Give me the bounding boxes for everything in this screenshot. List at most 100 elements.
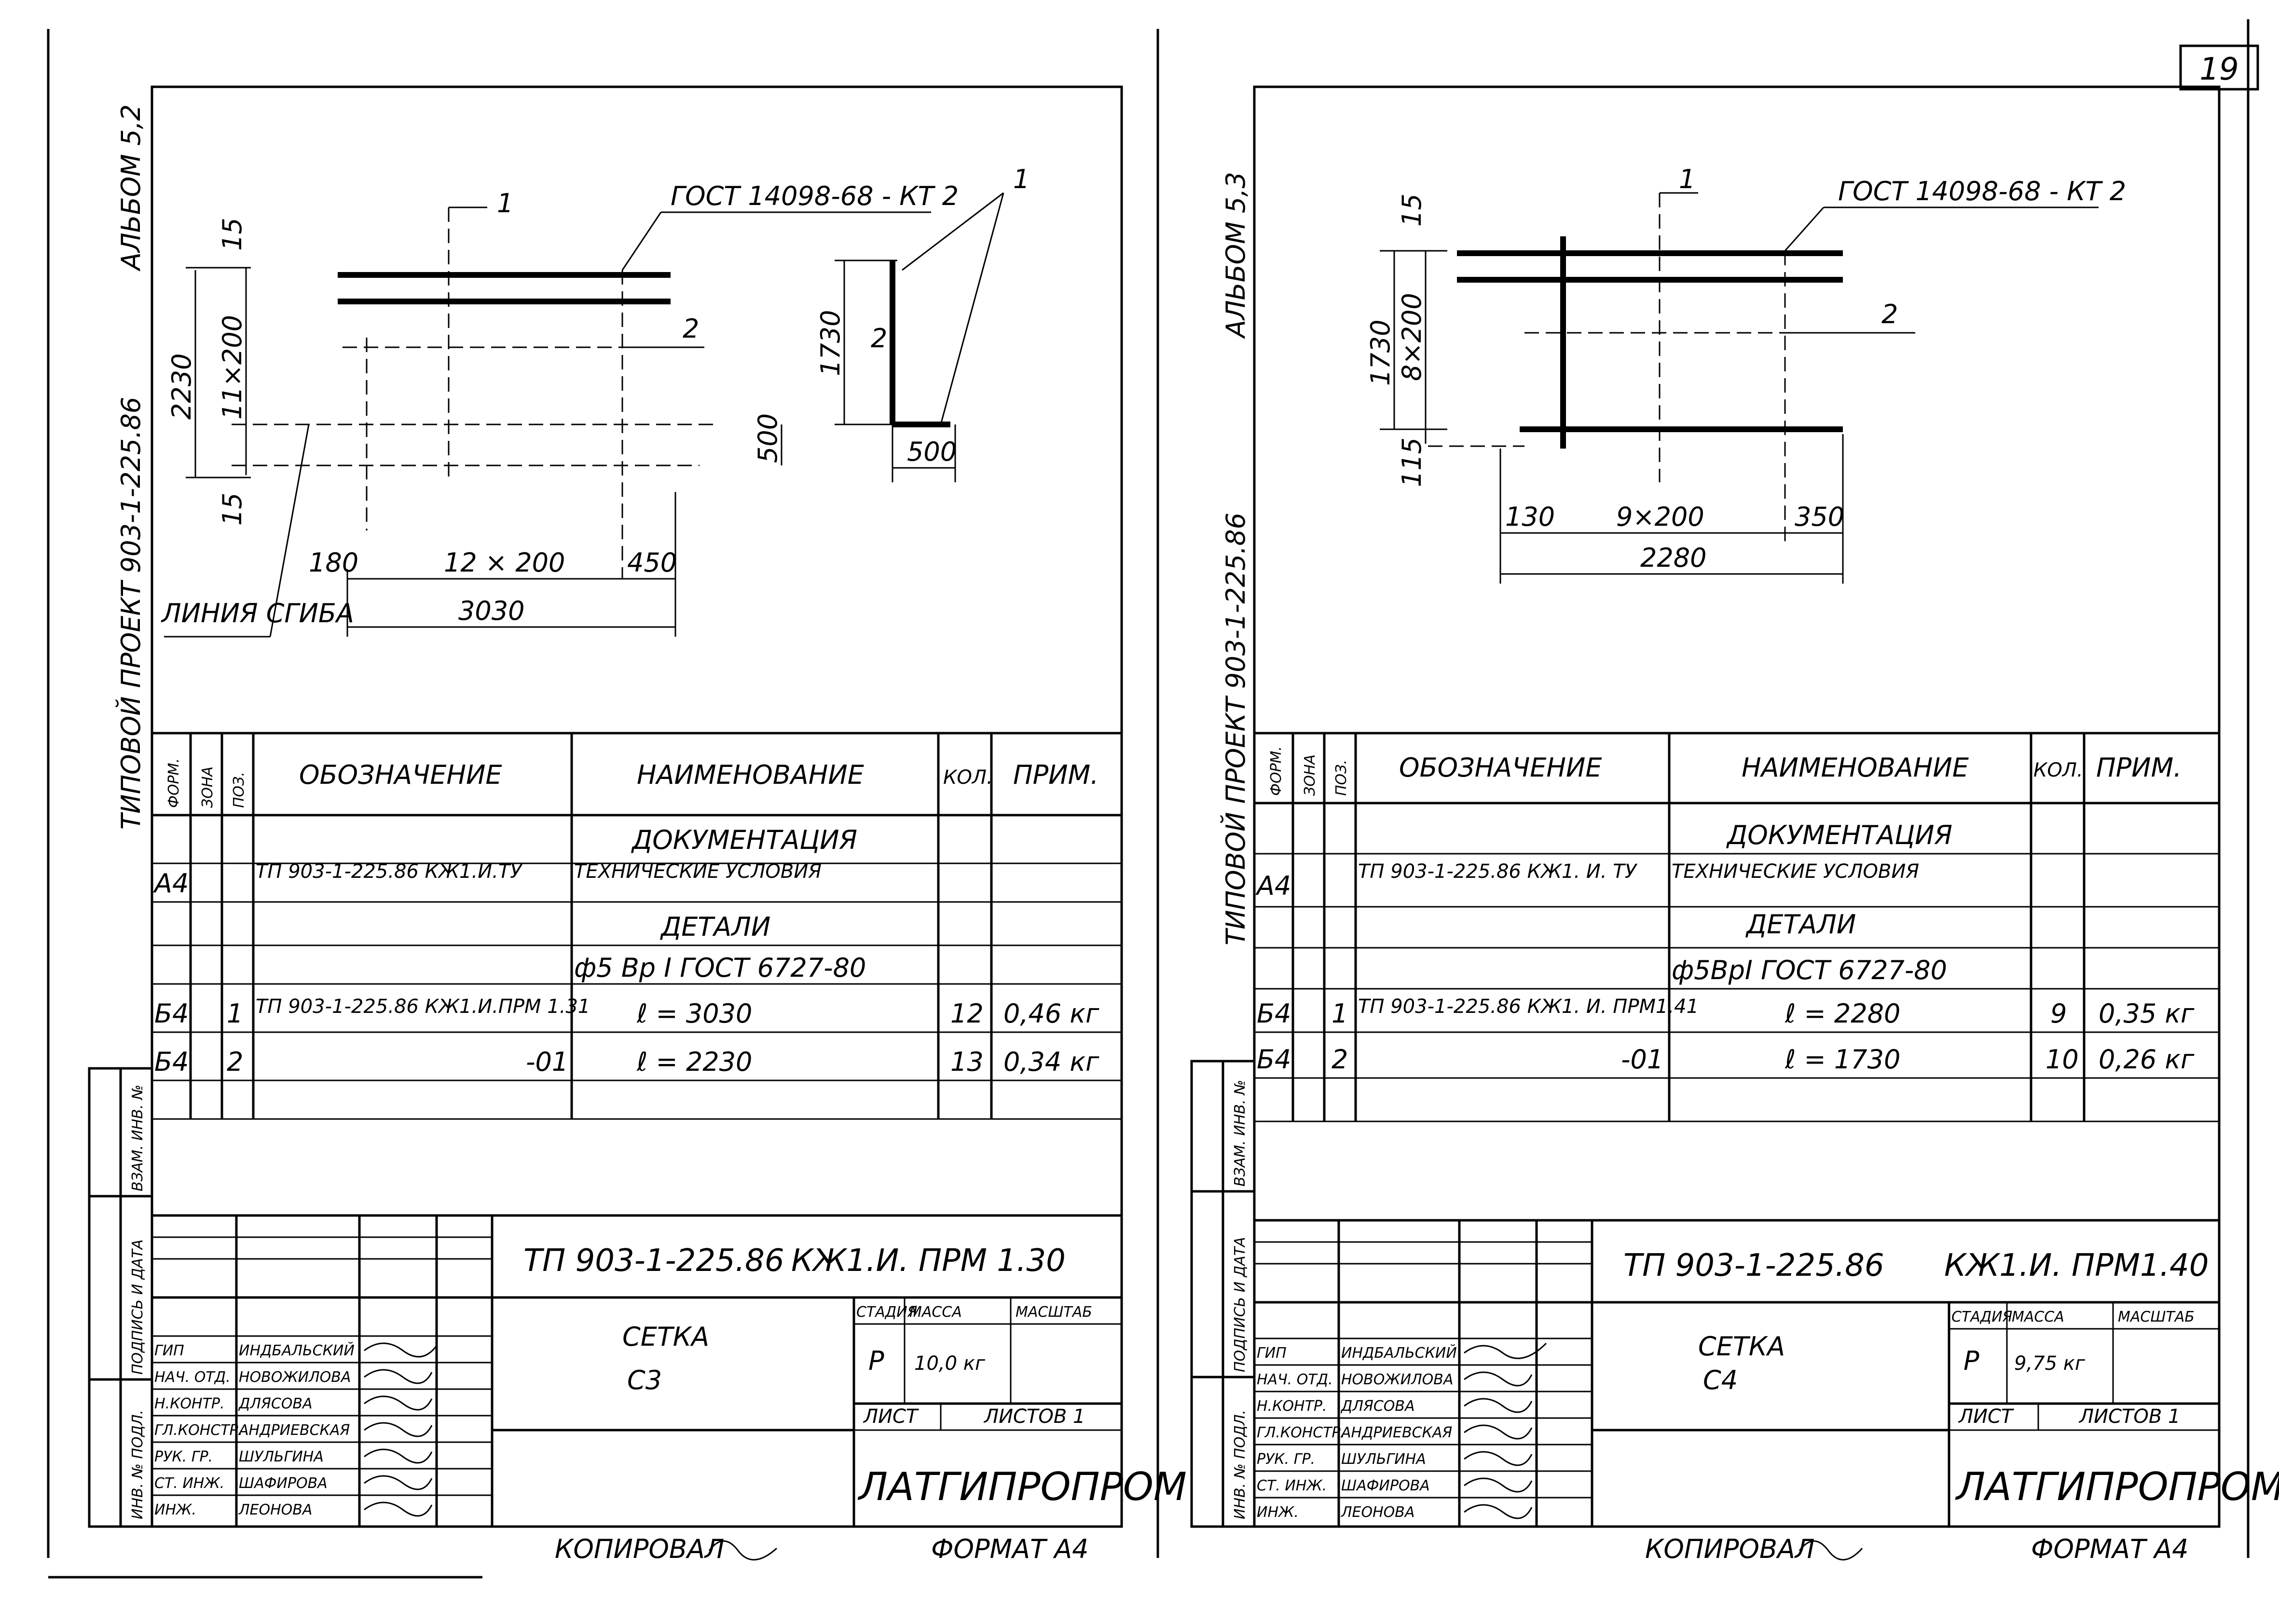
mass-label: МАССА xyxy=(909,1304,962,1321)
staff-role: ИНЖ. xyxy=(1257,1504,1299,1521)
side-label-inv: ИНВ. № ПОДЛ. xyxy=(129,1410,146,1519)
right-frame xyxy=(1253,85,2221,1528)
left-pos1-label: 1 xyxy=(497,188,513,218)
copied-label: КОПИРОВАЛ xyxy=(1645,1534,1815,1564)
staff-name: ШАФИРОВА xyxy=(239,1475,328,1492)
left-right-off: 450 xyxy=(627,547,677,578)
staff-role: Н.КОНТР. xyxy=(1257,1398,1327,1415)
right-right-off: 350 xyxy=(1795,502,1844,532)
right-mesh-drawing: 1 ГОСТ 14098-68 - КТ 2 2 1730 8×200 15 1… xyxy=(1365,164,2126,584)
left-left-off: 180 xyxy=(309,547,358,578)
row2-designation: -01 xyxy=(526,1047,568,1077)
row1-pos: 1 xyxy=(1332,998,1348,1029)
section-parts: ДЕТАЛИ xyxy=(1745,909,1856,940)
doc-code: ТП 903-1-225.86 xyxy=(1623,1248,1884,1283)
left-gost-label: ГОСТ 14098-68 - КТ 2 xyxy=(671,181,959,211)
spec-header-designation: ОБОЗНАЧЕНИЕ xyxy=(299,760,502,790)
copied-signature xyxy=(708,1540,778,1561)
right-pitch-h: 9×200 xyxy=(1616,502,1704,532)
doc-row-format: А4 xyxy=(153,868,189,899)
row1-name: ℓ = 2280 xyxy=(1785,998,1900,1029)
staff-name: НОВОЖИЛОВА xyxy=(239,1369,351,1386)
section-docs: ДОКУМЕНТАЦИЯ xyxy=(1726,820,1952,850)
row1-note: 0,35 кг xyxy=(2099,998,2195,1029)
left-bend-label: ЛИНИЯ СГИБА xyxy=(161,598,354,628)
right-project: ТИПОВОЙ ПРОЕКТ 903-1-225.86 xyxy=(1221,513,1251,945)
sheet-label: ЛИСТ xyxy=(863,1406,920,1428)
side-label-replace: ВЗАМ. ИНВ. № xyxy=(129,1085,146,1191)
sheets-label: ЛИСТОВ 1 xyxy=(2078,1406,2180,1428)
steel-spec: ф5ВрI ГОСТ 6727-80 xyxy=(1672,955,1947,985)
left-pitch-v: 11×200 xyxy=(217,315,247,420)
staff-role: СТ. ИНЖ. xyxy=(154,1475,224,1492)
right-gost-label: ГОСТ 14098-68 - КТ 2 xyxy=(1838,176,2126,206)
side-label-inv: ИНВ. № ПОДЛ. xyxy=(1232,1410,1249,1519)
staff-role: РУК. ГР. xyxy=(1257,1451,1315,1468)
right-side-strip: ВЗАМ. ИНВ. № ПОДПИСЬ И ДАТА ИНВ. № ПОДЛ. xyxy=(1190,1060,1256,1528)
right-pos2-label: 2 xyxy=(1881,299,1898,329)
stage-label: СТАДИЯ xyxy=(1951,1309,2013,1325)
staff-role: НАЧ. ОТД. xyxy=(154,1369,231,1386)
left-side-h: 1730 xyxy=(815,310,846,376)
left-spec-table: ФОРМ. ЗОНА ПОЗ. ОБОЗНАЧЕНИЕ НАИМЕНОВАНИЕ… xyxy=(152,732,1122,1120)
scale-label: МАСШТАБ xyxy=(2118,1309,2195,1325)
row2-name: ℓ = 2230 xyxy=(636,1047,752,1077)
staff-role: НАЧ. ОТД. xyxy=(1257,1371,1333,1388)
staff-name: ШАФИРОВА xyxy=(1341,1477,1430,1494)
row1-designation: ТП 903-1-225.86 КЖ1. И. ПРМ1.41 xyxy=(1358,996,1699,1018)
right-sheet: АЛЬБОМ 5,3 ТИПОВОЙ ПРОЕКТ 903-1-225.86 1… xyxy=(1190,85,2279,1564)
left-title-block: ТП 903-1-225.86 КЖ1.И. ПРМ 1.30 СЕТКА С3… xyxy=(152,1214,1187,1527)
doc-row-name: ТЕХНИЧЕСКИЕ УСЛОВИЯ xyxy=(1672,860,1919,883)
row2-format: Б4 xyxy=(154,1047,189,1077)
row2-qty: 10 xyxy=(2046,1044,2079,1075)
row1-format: Б4 xyxy=(1257,998,1291,1029)
left-pos2-label: 2 xyxy=(683,314,699,344)
section-docs: ДОКУМЕНТАЦИЯ xyxy=(631,825,857,855)
spec-header-note: ПРИМ. xyxy=(2096,752,2182,783)
spec-header-zone: ЗОНА xyxy=(1302,754,1318,796)
staff-name: ДЛЯСОВА xyxy=(1340,1398,1415,1415)
spec-header-qty: КОЛ. xyxy=(943,766,993,789)
doc-row-designation: ТП 903-1-225.86 КЖ1.И.ТУ xyxy=(256,860,523,883)
row1-qty: 12 xyxy=(950,998,984,1029)
mass-label: МАССА xyxy=(2012,1309,2064,1325)
mass-value: 10,0 кг xyxy=(914,1352,986,1375)
staff-role: РУК. ГР. xyxy=(154,1448,213,1465)
copied-signature xyxy=(1798,1540,1863,1561)
doc-mark: КЖ1.И. ПРМ 1.30 xyxy=(791,1243,1066,1279)
stage-value: Р xyxy=(868,1346,884,1376)
item-code: С4 xyxy=(1703,1365,1738,1395)
side-label-signature: ПОДПИСЬ И ДАТА xyxy=(129,1240,146,1375)
doc-row-designation: ТП 903-1-225.86 КЖ1. И. ТУ xyxy=(1358,860,1638,883)
left-frame xyxy=(151,85,1123,1528)
row1-pos: 1 xyxy=(227,998,243,1029)
spec-header-zone: ЗОНА xyxy=(199,766,216,808)
row2-format: Б4 xyxy=(1257,1044,1291,1075)
row2-note: 0,26 кг xyxy=(2099,1044,2195,1075)
staff-name: ШУЛЬГИНА xyxy=(239,1448,324,1465)
spec-header-note: ПРИМ. xyxy=(1013,760,1098,790)
sheets-label: ЛИСТОВ 1 xyxy=(983,1406,1085,1428)
right-album: АЛЬБОМ 5,3 xyxy=(1221,172,1251,339)
staff-role: ИНЖ. xyxy=(154,1501,196,1518)
item-name: СЕТКА xyxy=(1698,1331,1785,1362)
staff-name: НОВОЖИЛОВА xyxy=(1341,1371,1453,1388)
row2-qty: 13 xyxy=(950,1047,984,1077)
doc-mark: КЖ1.И. ПРМ1.40 xyxy=(1944,1248,2209,1283)
staff-name: АНДРИЕВСКАЯ xyxy=(1340,1424,1452,1441)
row2-note: 0,34 кг xyxy=(1003,1047,1099,1077)
row1-designation: ТП 903-1-225.86 КЖ1.И.ПРМ 1.31 xyxy=(256,996,590,1018)
staff-role: СТ. ИНЖ. xyxy=(1257,1477,1327,1494)
spec-header-name: НАИМЕНОВАНИЕ xyxy=(1742,752,1969,783)
item-name: СЕТКА xyxy=(622,1322,709,1352)
left-side-pos1: 1 xyxy=(1013,164,1030,194)
right-total-h: 1730 xyxy=(1365,320,1396,386)
right-total-w: 2280 xyxy=(1640,543,1706,573)
left-offset-top: 15 xyxy=(217,218,247,251)
sheet-label: ЛИСТ xyxy=(1958,1406,2015,1428)
spec-header-format: ФОРМ. xyxy=(165,758,182,808)
spec-header-qty: КОЛ. xyxy=(2033,759,2083,781)
row1-qty: 9 xyxy=(2050,998,2067,1029)
side-label-replace: ВЗАМ. ИНВ. № xyxy=(1232,1080,1249,1187)
